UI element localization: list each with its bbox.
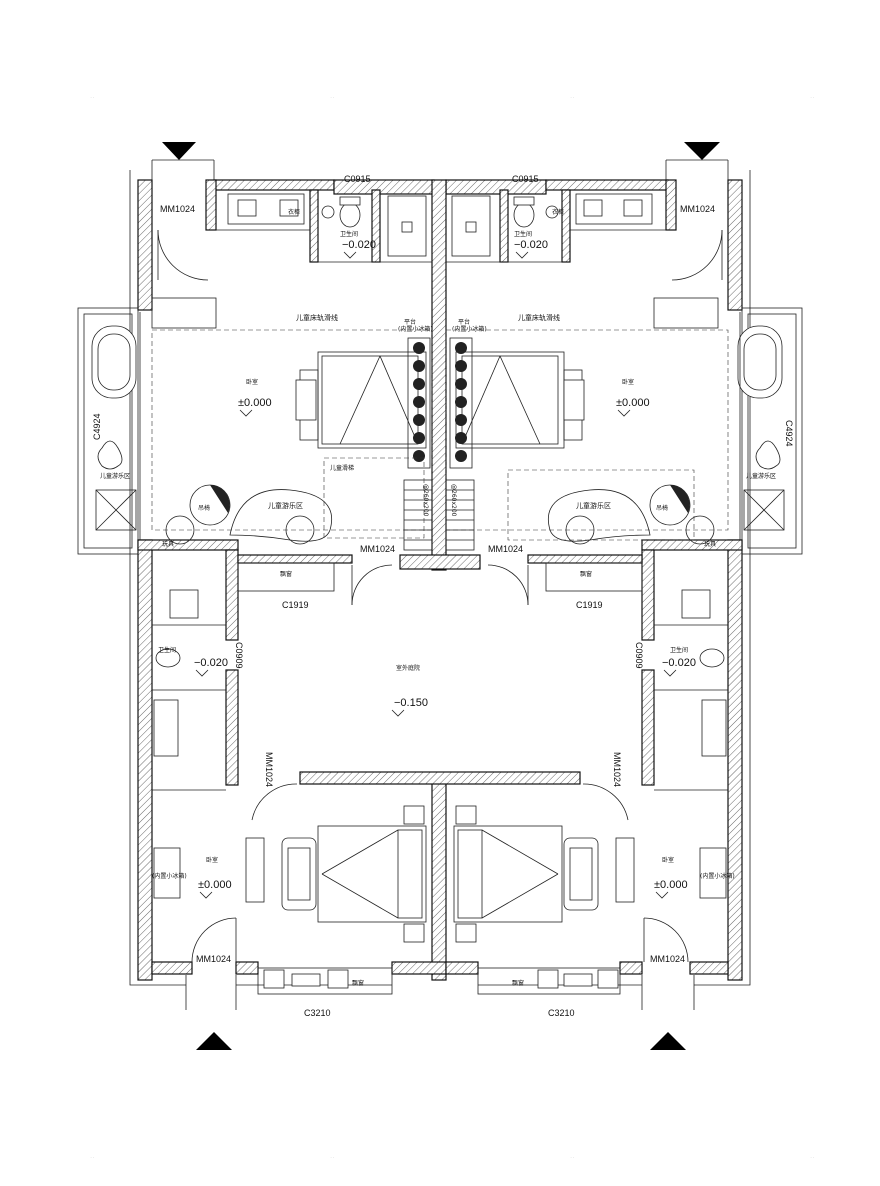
svg-text:··: ·· — [330, 94, 334, 102]
svg-text:··: ·· — [330, 1154, 334, 1162]
label-toy-left: 玩具 — [162, 541, 174, 548]
lower-bedrooms — [153, 562, 727, 995]
elev-bedroom-upper-left: ±0.000 — [238, 397, 272, 409]
svg-text:··: ·· — [810, 1154, 814, 1162]
label-door-mid-left: MM1024 — [360, 544, 395, 554]
label-play-balcony-left: 儿童游乐区 — [100, 472, 130, 480]
label-bathroom-lower-right: 卫生间 — [670, 646, 688, 654]
entrance-markers — [162, 142, 720, 1050]
label-bedroom-lower-right: 卧室 — [662, 856, 674, 864]
label-window-c0909-left: C0909 — [234, 642, 244, 669]
entrance-arrow-top-right — [684, 142, 720, 160]
stairs — [403, 479, 475, 551]
label-sill-left: 飘窗 — [280, 570, 292, 578]
doors — [157, 229, 723, 963]
play-area-right — [548, 484, 715, 545]
label-sill-bottom-left: 飘窗 — [352, 979, 364, 987]
elev-courtyard: −0.150 — [394, 697, 428, 709]
label-stair-left: @260x200 — [422, 484, 429, 517]
text-labels: C0915 C0915 MM1024 MM1024 MM1024 MM1024 … — [92, 174, 794, 1018]
label-window-c1919-right: C1919 — [576, 600, 603, 610]
label-minibar-left: (内置小冰箱) — [152, 872, 187, 880]
label-window-c3210-left: C3210 — [304, 1008, 331, 1018]
entrance-arrow-bottom-right — [650, 1032, 686, 1050]
label-window-c4924-right: C4924 — [784, 420, 794, 447]
bathtub-left — [91, 325, 137, 399]
label-bedroom-upper-right: 卧室 — [622, 378, 634, 386]
elev-bedroom-lower-left: ±0.000 — [198, 879, 232, 891]
label-toy-right: 玩具 — [704, 541, 716, 548]
play-area-left — [165, 484, 332, 545]
label-stair-right: @260x200 — [450, 484, 457, 517]
label-bedroom-lower-left: 卧室 — [206, 856, 218, 864]
balcony-left — [77, 307, 141, 555]
label-play-balcony-right: 儿童游乐区 — [746, 472, 776, 480]
elevation-markers — [195, 251, 677, 899]
label-window-c4924-left: C4924 — [92, 413, 102, 440]
label-swing-right: 吊椅 — [656, 504, 668, 512]
elev-bath-top-right: −0.020 — [514, 239, 548, 251]
label-minibar-stair-right: (内置小冰箱) — [452, 325, 487, 333]
label-door-lower-right: MM1024 — [612, 752, 622, 787]
label-door-top-right: MM1024 — [680, 204, 715, 214]
svg-text:··: ·· — [810, 94, 814, 102]
label-sill-bottom-right: 飘窗 — [512, 979, 524, 987]
label-platform-right: 平台 — [458, 318, 470, 326]
label-wardrobe-left: 衣柜 — [288, 208, 300, 216]
label-window-c0915-left: C0915 — [344, 174, 371, 184]
elev-bedroom-lower-right: ±0.000 — [654, 879, 688, 891]
entrance-arrow-top-left — [162, 142, 196, 160]
label-minibar-right: (内置小冰箱) — [700, 872, 735, 880]
elev-bath-lower-left: −0.020 — [194, 657, 228, 669]
label-window-c0915-right: C0915 — [512, 174, 539, 184]
label-door-bottom-right: MM1024 — [650, 954, 685, 964]
label-wardrobe-right: 衣柜 — [552, 208, 564, 216]
label-rail-left: 儿童床轨滑线 — [296, 313, 338, 322]
label-door-top-left: MM1024 — [160, 204, 195, 214]
svg-text:··: ·· — [90, 1154, 94, 1162]
label-door-mid-right: MM1024 — [488, 544, 523, 554]
planter-column — [407, 337, 473, 469]
outline — [129, 159, 751, 1010]
label-minibar-stair-left: (内置小冰箱) — [398, 325, 433, 333]
svg-text:··: ·· — [90, 94, 94, 102]
entrance-arrow-bottom-left — [196, 1032, 232, 1050]
label-slide: 儿童滑梯 — [330, 464, 354, 472]
elev-bath-top-left: −0.020 — [342, 239, 376, 251]
elev-bedroom-upper-right: ±0.000 — [616, 397, 650, 409]
label-door-lower-left: MM1024 — [264, 752, 274, 787]
label-sill-right: 飘窗 — [580, 570, 592, 578]
svg-text:··: ·· — [570, 94, 574, 102]
label-bathroom-top-left: 卫生间 — [340, 230, 358, 238]
label-door-bottom-left: MM1024 — [196, 954, 231, 964]
label-window-c0909-right: C0909 — [634, 642, 644, 669]
label-play-upper-left: 儿童游乐区 — [268, 501, 303, 510]
bathtub-right — [737, 325, 783, 399]
elev-bath-lower-right: −0.020 — [662, 657, 696, 669]
lower-bathrooms — [153, 589, 727, 757]
label-bedroom-upper-left: 卧室 — [246, 378, 258, 386]
label-window-c1919-left: C1919 — [282, 600, 309, 610]
label-platform-left: 平台 — [404, 318, 416, 326]
label-swing-left: 吊椅 — [198, 504, 210, 512]
label-bathroom-lower-left: 卫生间 — [158, 646, 176, 654]
label-bathroom-top-right: 卫生间 — [514, 230, 532, 238]
label-courtyard: 室外庭院 — [396, 664, 420, 672]
svg-text:··: ·· — [570, 1154, 574, 1162]
top-fixtures — [227, 193, 653, 257]
label-rail-right: 儿童床轨滑线 — [518, 313, 560, 322]
balcony-right — [737, 307, 803, 555]
watermark-layer: ·· ·· ·· ·· ·· ·· ·· ·· — [90, 94, 814, 1162]
exterior-walls — [137, 179, 743, 981]
upper-bedrooms — [151, 297, 729, 551]
label-window-c3210-right: C3210 — [548, 1008, 575, 1018]
label-play-upper-right: 儿童游乐区 — [576, 501, 611, 510]
